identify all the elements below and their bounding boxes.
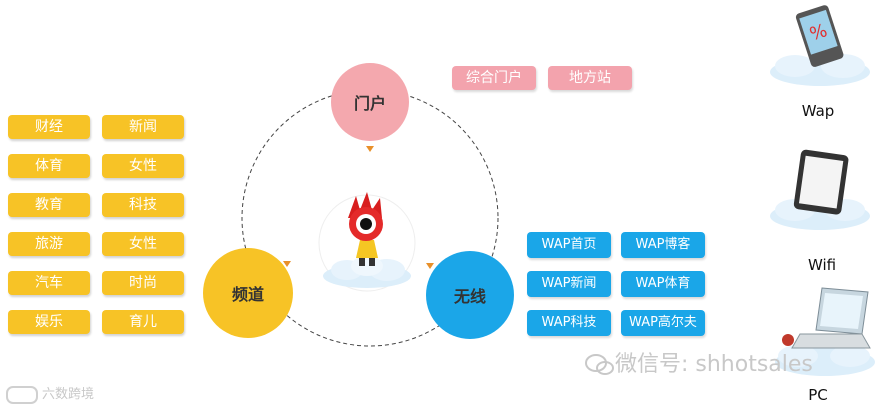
wireless-tag: WAP首页 xyxy=(527,232,611,258)
node-portal: 门户 xyxy=(331,63,409,141)
device-tablet-icon xyxy=(765,148,875,238)
arrow-wireless xyxy=(426,263,434,269)
node-channel: 频道 xyxy=(203,248,293,338)
channel-tag: 财经 xyxy=(8,115,90,139)
portal-tag: 综合门户 xyxy=(452,66,536,90)
channel-tag: 娱乐 xyxy=(8,310,90,334)
watermark-logo-icon xyxy=(6,386,38,404)
channel-tag: 新闻 xyxy=(102,115,184,139)
watermark-right-text: 微信号: shhotsales xyxy=(615,352,813,377)
portal-tag: 地方站 xyxy=(548,66,632,90)
device-label-pc: PC xyxy=(778,386,858,404)
wireless-tag: WAP体育 xyxy=(621,271,705,297)
wechat-icon xyxy=(585,354,615,376)
channel-tag: 教育 xyxy=(8,193,90,217)
node-wireless: 无线 xyxy=(426,251,514,339)
channel-tag: 体育 xyxy=(8,154,90,178)
wireless-tag: WAP科技 xyxy=(527,310,611,336)
center-logo xyxy=(312,188,422,298)
weibo-mascot-icon xyxy=(312,188,422,298)
wireless-tag: WAP博客 xyxy=(621,232,705,258)
wireless-tag: WAP新闻 xyxy=(527,271,611,297)
device-phone-icon: % xyxy=(765,2,875,92)
watermark-left-text: 六数跨境 xyxy=(42,387,94,402)
watermark-right: 微信号: shhotsales xyxy=(585,346,813,378)
device-label-wifi: Wifi xyxy=(782,256,862,274)
node-wireless-label: 无线 xyxy=(454,283,486,307)
channel-tag: 女性 xyxy=(102,154,184,178)
channel-tag: 女性 xyxy=(102,232,184,256)
device-label-wap: Wap xyxy=(778,102,858,120)
channel-tag: 时尚 xyxy=(102,271,184,295)
node-channel-label: 频道 xyxy=(232,281,264,305)
arrow-portal xyxy=(366,146,374,152)
channel-tag: 科技 xyxy=(102,193,184,217)
node-portal-label: 门户 xyxy=(354,90,386,114)
channel-tag: 育儿 xyxy=(102,310,184,334)
channel-tag: 汽车 xyxy=(8,271,90,295)
watermark-left: 六数跨境 xyxy=(6,383,94,404)
channel-tag: 旅游 xyxy=(8,232,90,256)
wireless-tag: WAP高尔夫 xyxy=(621,310,705,336)
